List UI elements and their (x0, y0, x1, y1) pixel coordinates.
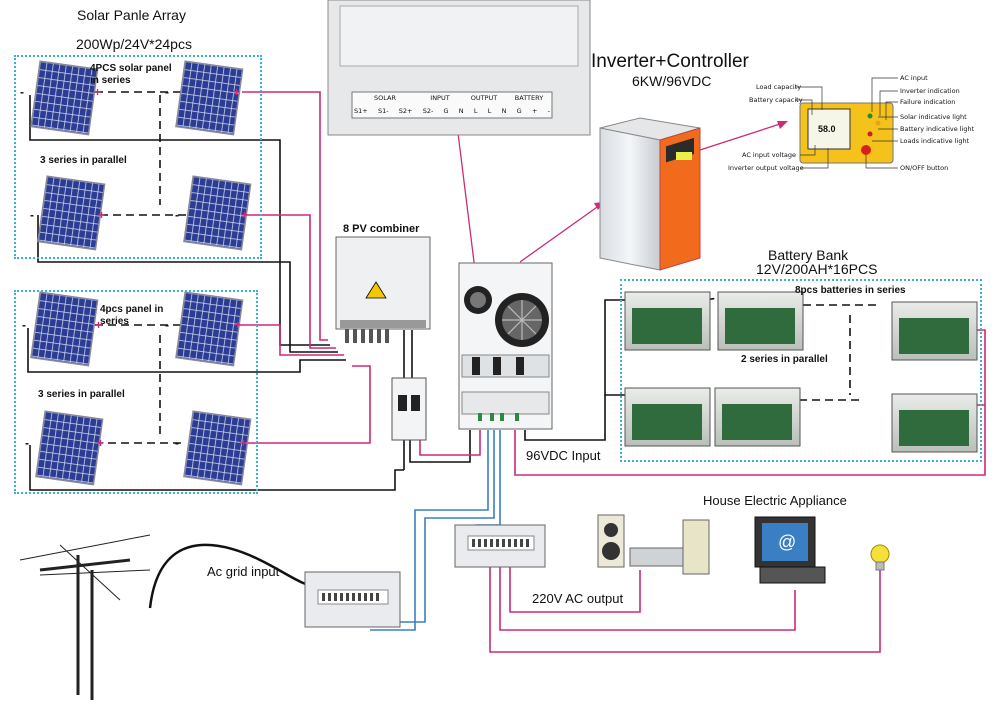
terminal-label: + (531, 107, 538, 115)
polarity-marks: + - + - + - + - + - + - + - + - (20, 85, 248, 450)
control-panel (795, 77, 898, 169)
terminal-label: L (473, 107, 478, 115)
svg-text:+: + (94, 85, 101, 99)
battery-parallel-label: 2 series in parallel (741, 354, 828, 365)
svg-text:-: - (22, 318, 26, 332)
group2-series-label: 4pcs panel in series (100, 304, 164, 327)
svg-text:+: + (233, 85, 240, 99)
terminal-label: G (443, 107, 449, 115)
svg-text:+: + (234, 318, 241, 332)
group1-series-label: 4PCS solar panel in series (90, 63, 172, 86)
legend-loads-light: Loads indicative light (900, 137, 970, 145)
svg-text:+: + (95, 318, 102, 332)
terminal-label: S2+ (398, 107, 413, 115)
terminal-label: N (501, 107, 507, 115)
group2-parallel-label: 3 series in parallel (38, 389, 125, 400)
inverter-cabinet (599, 117, 701, 271)
group1-parallel-label: 3 series in parallel (40, 155, 127, 166)
solar-group-2-frame (14, 290, 258, 494)
terminal-group-battery: BATTERY (514, 94, 544, 102)
inverter-title: Inverter+Controller (591, 51, 749, 72)
svg-text:-: - (165, 318, 169, 332)
grid-input-label: Ac grid input (207, 564, 280, 579)
terminal-label: N (458, 107, 464, 115)
audio-appliance (597, 514, 710, 575)
svg-text:-: - (25, 436, 29, 450)
legend-battery-capacity: Battery capacity (749, 96, 803, 104)
svg-text:-: - (30, 208, 34, 222)
solar-panel-group-2 (30, 291, 252, 486)
legend-load-capacity: Load capacity (756, 83, 802, 91)
svg-text:+: + (240, 436, 247, 450)
legend-onoff-button: ON/OFF button (900, 164, 949, 172)
terminal-label: G (516, 107, 522, 115)
battery-bank-title: Battery Bank (768, 247, 849, 263)
solar-group-1-frame (14, 55, 262, 259)
terminal-group-output: OUTPUT (470, 94, 498, 102)
svg-text:-: - (175, 208, 179, 222)
terminal-label: - (547, 107, 550, 115)
terminal-label: S2- (422, 107, 434, 115)
light-bulb-appliance (870, 544, 890, 571)
battery-series-label: 8pcs batteries in series (795, 285, 906, 296)
utility-pole (19, 534, 151, 700)
panel-display-value: 58.0 (818, 124, 836, 134)
svg-text:-: - (165, 85, 169, 99)
legend-inverter-output-voltage: Inverter output voltage (728, 164, 804, 172)
legend-ac-input-voltage: AC input voltage (742, 151, 797, 159)
pv-combiner-box (335, 236, 431, 343)
battery-bank-frame (620, 279, 982, 462)
ac-output-distribution-box (454, 524, 546, 568)
solar-array-spec: 200Wp/24V*24pcs (76, 36, 192, 52)
terminal-label: L (487, 107, 492, 115)
grid-distribution-box (304, 571, 401, 628)
terminal-group-labels: SOLAR INPUT OUTPUT BATTERY (352, 94, 552, 104)
inverter-spec: 6KW/96VDC (632, 73, 712, 89)
ac-output-label: 220V AC output (532, 591, 624, 606)
svg-text:-: - (20, 85, 24, 99)
solar-array-title: Solar Panle Array (77, 7, 186, 23)
svg-text:-: - (175, 436, 179, 450)
terminal-group-solar: SOLAR (374, 94, 396, 102)
terminal-labels: S1+ S1- S2+ S2- G N L L N G + - (354, 107, 550, 117)
legend-inverter-indication: Inverter indication (900, 87, 960, 95)
solar-panel-group-1 (30, 60, 252, 251)
computer-appliance: @ (754, 516, 826, 584)
terminal-group-input: INPUT (430, 94, 450, 102)
battery-bank-spec: 12V/200AH*16PCS (756, 261, 878, 277)
terminal-label: S1- (377, 107, 389, 115)
legend-failure-indication: Failure indication (900, 98, 956, 106)
dc-breaker (391, 377, 427, 441)
appliance-label: House Electric Appliance (703, 493, 847, 508)
legend-solar-light: Solar indicative light (900, 113, 967, 121)
svg-text:+: + (241, 208, 248, 222)
svg-text:@: @ (778, 532, 796, 552)
combiner-label: 8 PV combiner (343, 223, 420, 235)
legend-battery-light: Battery indicative light (900, 125, 975, 133)
svg-text:+: + (98, 208, 105, 222)
battery-bank (624, 291, 978, 453)
terminal-block-unit (327, 0, 591, 136)
dc-input-label: 96VDC Input (526, 448, 601, 463)
inverter-internal (458, 262, 553, 430)
terminal-label: S1+ (354, 107, 368, 115)
svg-text:+: + (97, 436, 104, 450)
legend-ac-input: AC input (900, 74, 928, 82)
